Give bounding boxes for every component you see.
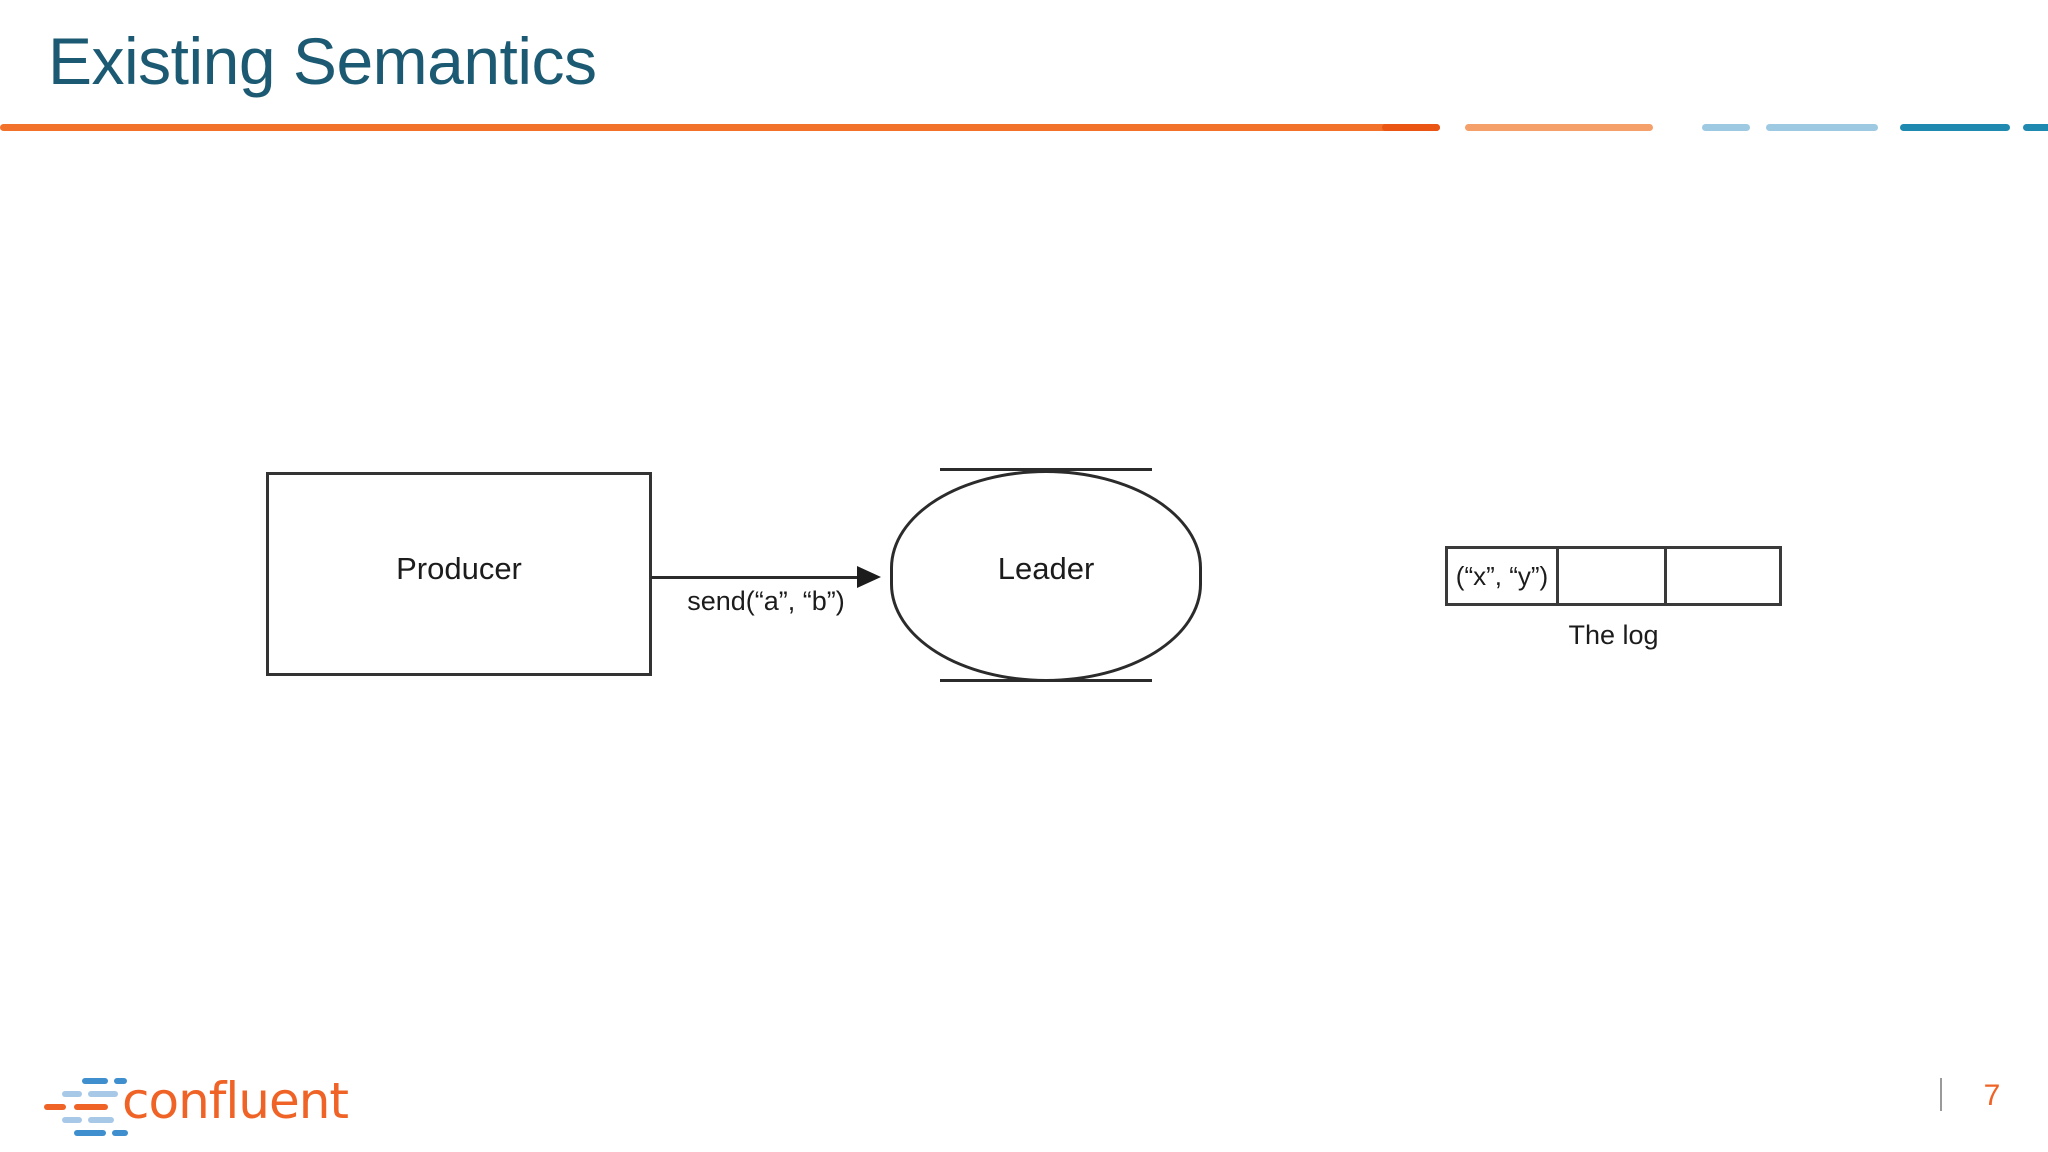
confluent-wordmark: confluent [122, 1072, 349, 1130]
header-rule-segment-light-orange-dash [1465, 124, 1653, 131]
send-arrow-label: send(“a”, “b”) [687, 586, 845, 616]
logo-dash-icon [112, 1130, 128, 1136]
log-table: (“x”, “y”) [1445, 546, 1782, 606]
page-number: 7 [1983, 1079, 2001, 1112]
header-rule-segment-teal-dash-2 [2023, 124, 2048, 131]
leader-label: Leader [997, 551, 1095, 586]
header-rule [0, 124, 2048, 131]
logo-dash-icon [82, 1078, 108, 1084]
logo-dash-icon [74, 1130, 106, 1136]
log-cell [1556, 549, 1664, 603]
producer-box [266, 472, 652, 676]
logo-dash-icon [74, 1104, 108, 1110]
leader-cylinder-top-edge [940, 468, 1152, 471]
header-rule-segment-main-orange [0, 124, 1440, 131]
page-title: Existing Semantics [48, 24, 597, 98]
logo-dash-icon [88, 1091, 118, 1097]
send-arrow-line [651, 576, 861, 579]
footer-divider [1940, 1078, 1942, 1111]
header-rule-segment-teal-dash-1 [1900, 124, 2010, 131]
log-cell [1664, 549, 1779, 603]
confluent-logo: confluent [44, 1072, 349, 1136]
header-rule-segment-dark-orange-dash [1382, 124, 1440, 131]
log-cell: (“x”, “y”) [1455, 560, 1549, 591]
leader-cylinder-bottom-edge [940, 679, 1152, 682]
header-rule-segment-light-blue-dash-1 [1702, 124, 1750, 131]
logo-dash-icon [62, 1091, 82, 1097]
logo-dash-icon [62, 1117, 82, 1123]
logo-dash-icon [88, 1117, 114, 1123]
header-rule-segment-light-blue-dash-2 [1766, 124, 1878, 131]
send-arrow-head-icon [857, 566, 881, 588]
log-caption: The log [1568, 620, 1659, 650]
producer-label: Producer [396, 551, 522, 586]
logo-dash-icon [44, 1104, 66, 1110]
logo-dash-icon [114, 1078, 127, 1084]
